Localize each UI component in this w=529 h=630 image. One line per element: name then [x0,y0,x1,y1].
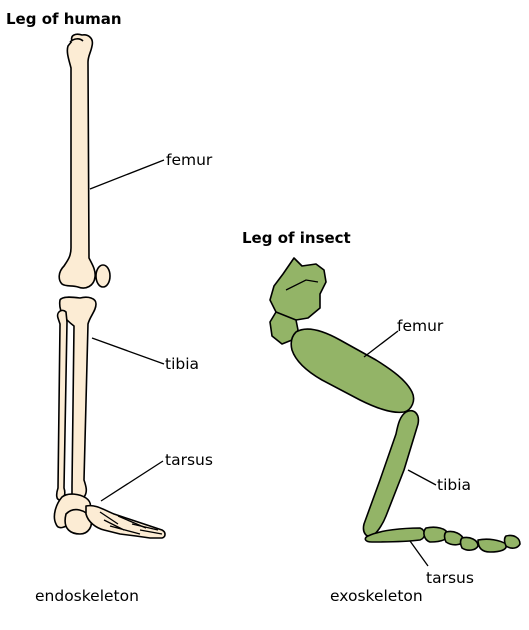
insect-tibia-label: tibia [437,476,471,494]
human-foot-bones [54,494,165,538]
human-tibia-leader [92,338,164,364]
insect-tibia-leader [408,470,436,485]
insect-tarsus-segments [365,527,520,552]
human-leg-group: Leg of human femur tibia tarsus endoskel [6,10,213,605]
insect-femur-segment [291,329,413,412]
insect-femur-label: femur [397,317,444,335]
human-femur-bone [59,34,95,288]
human-tibia-bone [57,297,96,500]
human-leg-title: Leg of human [6,10,122,28]
insect-femur-leader [364,331,398,357]
human-tarsus-label: tarsus [165,451,213,469]
human-tarsus-leader [101,461,163,501]
insect-tarsus-leader [410,541,428,566]
human-patella-bone [96,265,110,287]
human-caption: endoskeleton [35,587,139,605]
human-tibia-label: tibia [165,355,199,373]
insect-leg-group: Leg of insect femur tibia tarsus exoskel… [242,229,520,605]
insect-tibia-segment [363,411,418,537]
human-femur-leader [90,160,164,189]
insect-leg-title: Leg of insect [242,229,351,247]
human-femur-label: femur [166,151,213,169]
insect-tarsus-label: tarsus [426,569,474,587]
insect-caption: exoskeleton [330,587,423,605]
